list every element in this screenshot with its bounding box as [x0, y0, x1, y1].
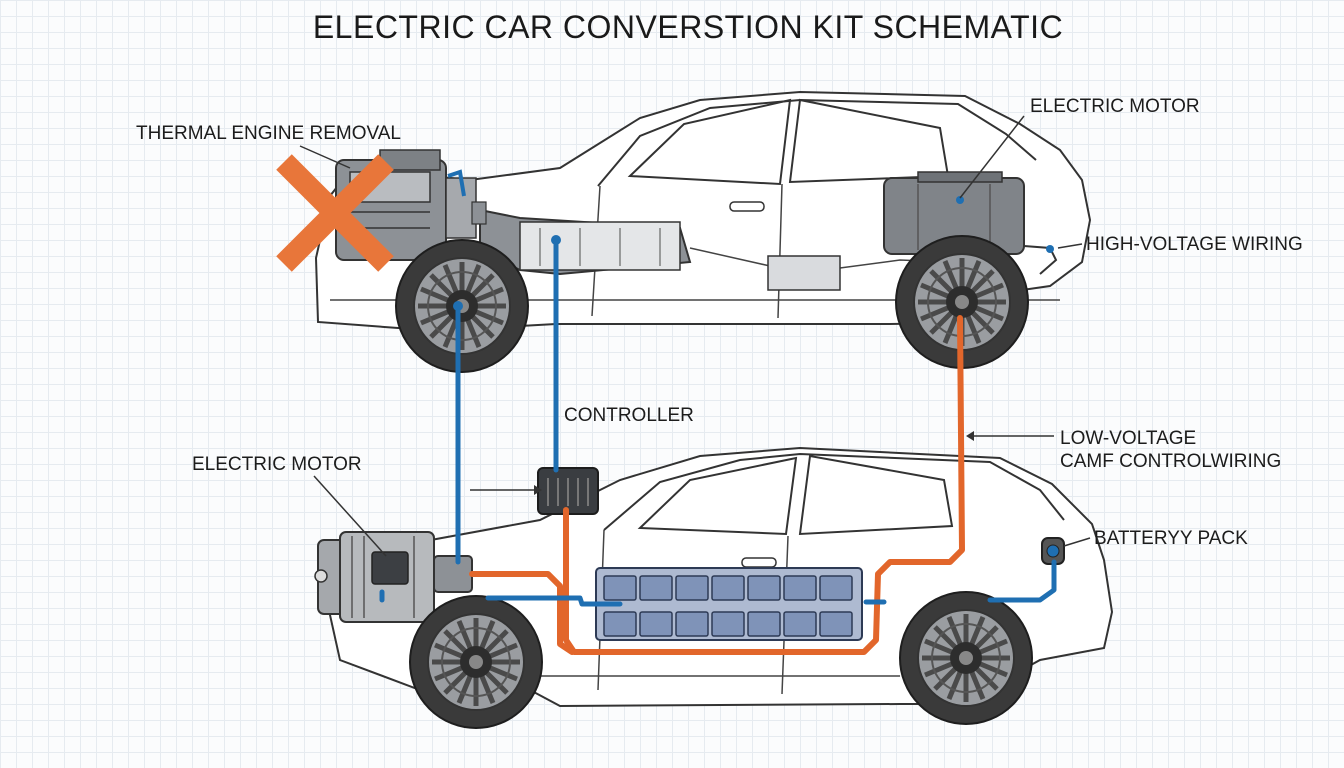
battery-cell: [747, 611, 781, 637]
battery-cell: [783, 575, 817, 601]
battery-cell: [675, 575, 709, 601]
low-voltage-wiring: [469, 315, 965, 655]
label-battery-pack: BATTERYY PACK: [1094, 528, 1248, 549]
battery-cell: [711, 611, 745, 637]
removal-cross-icon: [276, 154, 394, 272]
battery-cell: [639, 611, 673, 637]
high-voltage-wiring: [379, 235, 1057, 607]
bottom-car-windshield: [603, 452, 1065, 531]
battery-cell: [747, 575, 781, 601]
top-car-front-window: [627, 98, 792, 186]
controller-unit: [537, 467, 599, 515]
label-electric-motor-top: ELECTRIC MOTOR: [1030, 96, 1200, 117]
bottom-car-door-handle: [741, 557, 777, 568]
label-electric-motor-bottom: ELECTRIC MOTOR: [192, 454, 362, 475]
bottom-rear-wheel: [900, 592, 1032, 724]
top-car-door-handle: [729, 201, 765, 212]
battery-pack: [595, 567, 863, 641]
bottom-car-front-window: [637, 456, 798, 536]
diagram-title: ELECTRIC CAR CONVERSTION KIT SCHEMATIC: [313, 9, 1063, 45]
label-controller: CONTROLLER: [564, 405, 694, 426]
battery-cell: [675, 611, 709, 637]
battery-cell: [783, 611, 817, 637]
battery-cell: [603, 611, 637, 637]
label-high-voltage-wiring: HIGH-VOLTAGE WIRING: [1086, 234, 1303, 255]
label-low-voltage-line2: CAMF CONTROLWIRING: [1060, 451, 1281, 472]
battery-cell: [639, 575, 673, 601]
exhaust-muffler: [767, 255, 841, 291]
bottom-front-wheel: [410, 596, 542, 728]
battery-cell: [819, 611, 853, 637]
label-low-voltage-line1: LOW-VOLTAGE: [1060, 428, 1196, 449]
battery-cell: [603, 575, 637, 601]
battery-cell: [711, 575, 745, 601]
bottom-car-rear-window: [798, 454, 954, 536]
label-thermal-engine-removal: THERMAL ENGINE REMOVAL: [136, 123, 401, 144]
bottom-electric-motor: [314, 531, 473, 623]
top-electric-motor: [883, 171, 1058, 275]
battery-cell: [819, 575, 853, 601]
